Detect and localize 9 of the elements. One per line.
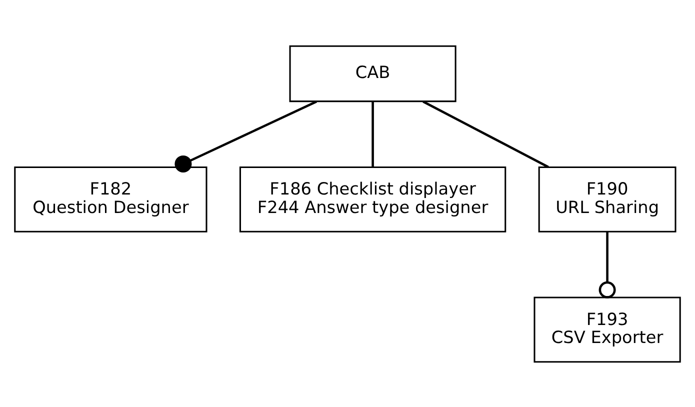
node-box: F190 URL Sharing	[538, 166, 676, 232]
connector	[372, 101, 374, 166]
connector	[174, 100, 318, 172]
connector	[598, 231, 616, 298]
node-box: F182 Question Designer	[14, 166, 208, 232]
node-box: CAB	[289, 44, 456, 102]
connector	[422, 100, 549, 168]
node-box: F193 CSV Exporter	[534, 296, 681, 362]
node-box: F186 Checklist displayer F244 Answer type designer	[239, 166, 506, 232]
